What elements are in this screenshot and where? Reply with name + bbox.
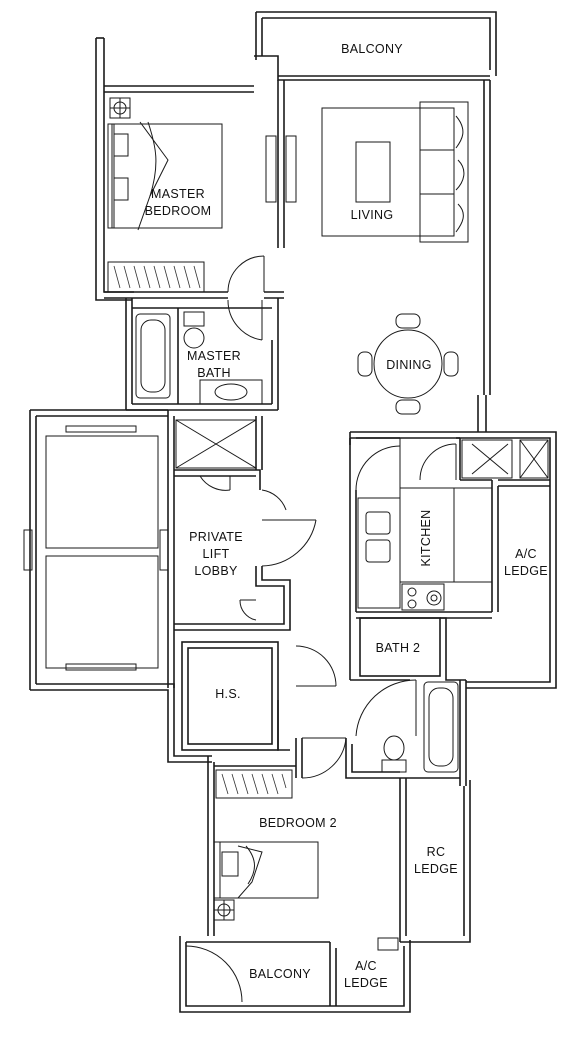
label-bath-2: BATH 2 — [376, 641, 421, 655]
label-ac-ledge-right-line1: A/C — [515, 547, 537, 561]
label-master-bedroom-line2: BEDROOM — [145, 204, 212, 218]
label-ac-ledge-right-line2: LEDGE — [504, 564, 548, 578]
label-bedroom-2: BEDROOM 2 — [259, 816, 337, 830]
label-rc-ledge-line1: RC — [427, 845, 446, 859]
label-hs: H.S. — [215, 687, 241, 701]
wardrobe — [107, 261, 205, 293]
label-living: LIVING — [351, 208, 394, 222]
label-kitchen: KITCHEN — [419, 510, 433, 567]
sliding-window — [265, 135, 297, 203]
pipe-box — [377, 937, 399, 951]
outer-walls — [29, 11, 557, 1013]
label-balcony-bottom: BALCONY — [249, 967, 311, 981]
label-master-bath-line1: MASTER — [187, 349, 241, 363]
master-bedroom-furniture — [107, 97, 297, 293]
doors — [185, 255, 457, 1003]
label-ac-ledge-bottom-line1: A/C — [355, 959, 377, 973]
label-lobby-line3: LOBBY — [194, 564, 238, 578]
dining-table — [357, 313, 459, 415]
living-furniture — [321, 101, 469, 243]
interior-walls — [104, 80, 550, 942]
label-dining: DINING — [386, 358, 432, 372]
lift-shafts — [23, 425, 169, 671]
label-ac-ledge-bottom-line2: LEDGE — [344, 976, 388, 990]
room-labels: BALCONY LIVING MASTER BEDROOM MASTER BAT… — [145, 42, 548, 990]
ceiling-fan-icon — [213, 899, 235, 921]
label-lobby-line2: LIFT — [203, 547, 230, 561]
label-master-bath-line2: BATH — [197, 366, 231, 380]
master-bath-fixtures — [135, 311, 263, 405]
label-rc-ledge-line2: LEDGE — [414, 862, 458, 876]
label-master-bedroom-line1: MASTER — [151, 187, 205, 201]
label-lobby-line1: PRIVATE — [189, 530, 243, 544]
service-shafts — [175, 419, 549, 479]
bedroom-2-furniture — [213, 769, 319, 921]
label-balcony-top: BALCONY — [341, 42, 403, 56]
bath-2-fixtures — [381, 681, 459, 773]
kitchen-fixtures — [357, 487, 493, 611]
ceiling-fan-icon — [109, 97, 131, 119]
